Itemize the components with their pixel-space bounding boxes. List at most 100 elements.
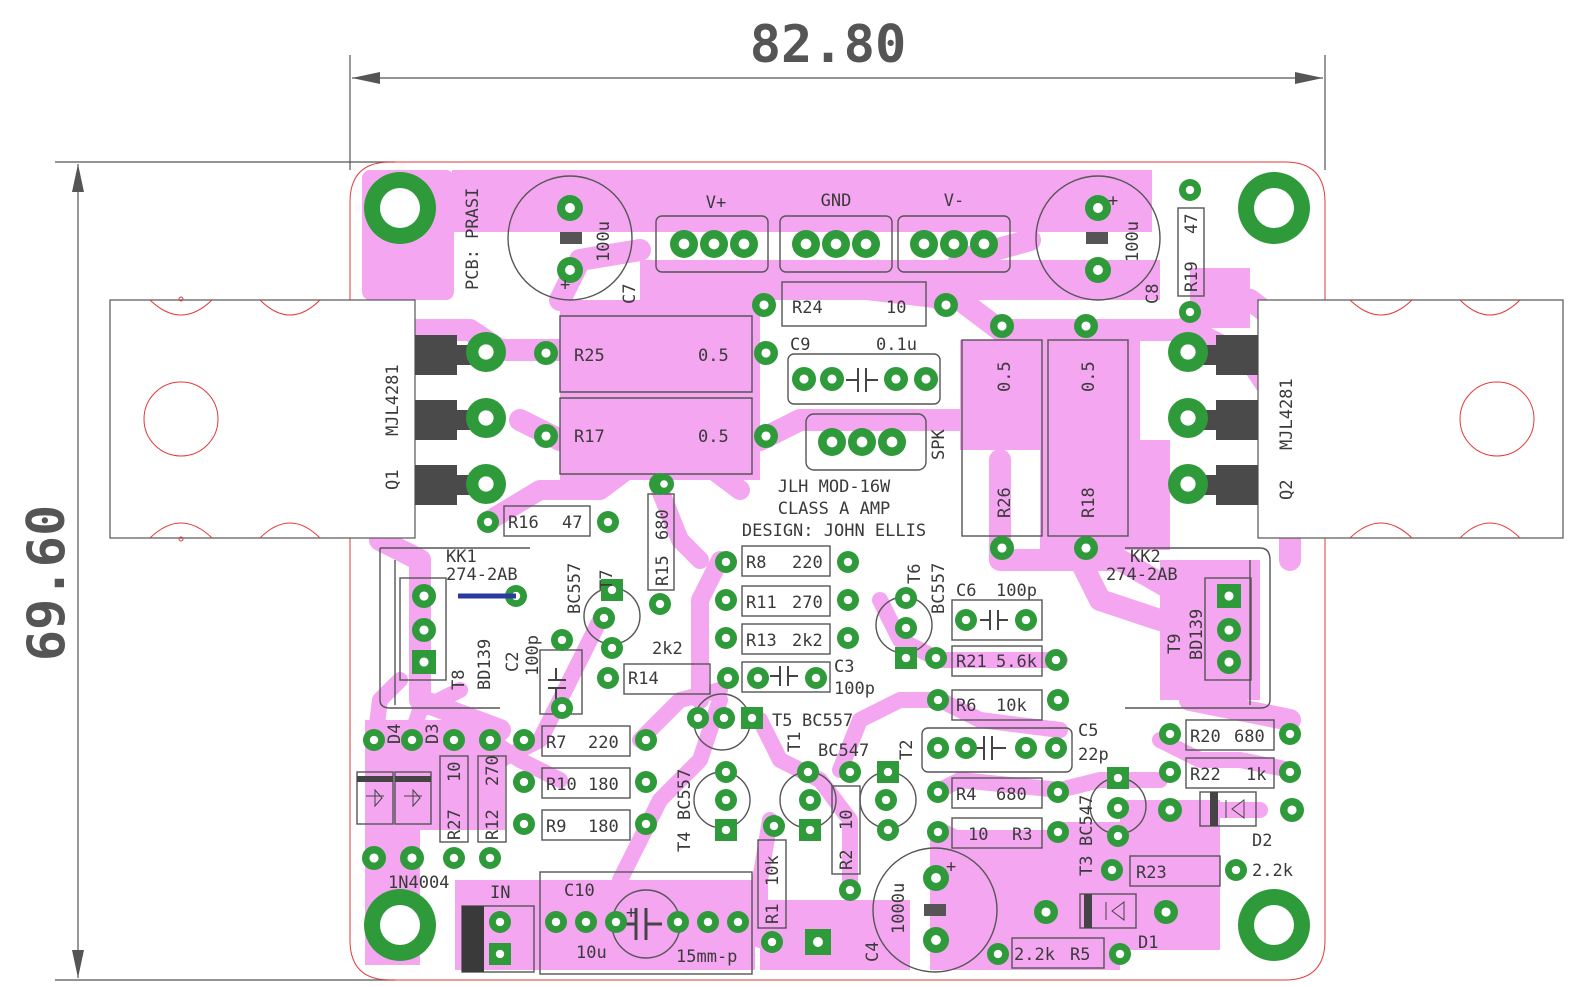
drill-hole <box>565 203 575 213</box>
drill-hole <box>1285 767 1295 777</box>
c4-plus: + <box>946 857 956 877</box>
r19-ref: R19 <box>1182 261 1202 292</box>
c10-ref: C10 <box>564 881 595 901</box>
r8-value: 220 <box>792 553 823 573</box>
drill-hole <box>607 643 617 653</box>
r11-value: 270 <box>792 593 823 613</box>
q2-part: MJL4281 <box>1277 378 1297 450</box>
r15-value: 680 <box>653 509 673 540</box>
drill-hole <box>767 937 777 947</box>
drill-hole <box>419 657 429 667</box>
drill-hole <box>759 300 769 310</box>
kk2-ref: KK2 <box>1130 547 1161 567</box>
drill-hole <box>1285 729 1295 739</box>
drill-hole <box>827 374 837 384</box>
r3-value: 10 <box>968 825 988 845</box>
drill-hole <box>723 673 733 683</box>
drill-hole <box>1081 543 1091 553</box>
drill-hole <box>721 633 731 643</box>
drill-hole <box>565 265 575 275</box>
r27-value: 10 <box>445 762 465 782</box>
drill-hole <box>603 673 613 683</box>
label-vplus: V+ <box>706 193 726 213</box>
c7-ref: C7 <box>620 284 640 304</box>
t9-ref: T9 <box>1165 634 1185 654</box>
c4-ref: C4 <box>863 942 883 962</box>
drill-hole <box>941 300 951 310</box>
drill-hole <box>769 821 779 831</box>
drill-hole <box>891 374 901 384</box>
drill-hole <box>519 735 529 745</box>
t7-part: BC557 <box>565 563 585 614</box>
drill-hole <box>860 238 872 250</box>
d2-ref: D2 <box>1252 831 1272 851</box>
r13-ref: R13 <box>746 631 777 651</box>
c10-plus: + <box>626 903 636 923</box>
q2-ref: Q2 <box>1277 480 1297 500</box>
drill-hole <box>551 917 561 927</box>
drill-hole <box>747 713 757 723</box>
c8-plus: + <box>1108 191 1118 211</box>
drill-hole <box>811 673 821 683</box>
drill-hole <box>1185 185 1195 195</box>
drill-hole <box>1051 743 1061 753</box>
drill-hole <box>419 625 429 635</box>
r9-ref: R9 <box>546 817 566 837</box>
drill-hole <box>997 321 1007 331</box>
r5-value: 2.2k <box>1014 945 1055 965</box>
r23-ref: R23 <box>1136 863 1167 883</box>
drill-hole <box>805 795 815 805</box>
r17-value: 0.5 <box>698 427 729 447</box>
t5-part: BC557 <box>802 711 853 731</box>
title-line3: DESIGN: JOHN ELLIS <box>742 521 926 541</box>
drill-hole <box>1165 729 1175 739</box>
r26-ref: R26 <box>995 487 1015 518</box>
t7-ref: T7 <box>597 570 617 590</box>
drill-hole <box>721 825 731 835</box>
drill-hole <box>843 633 853 643</box>
r13-value: 2k2 <box>792 631 823 651</box>
t5-ref: T5 <box>772 711 792 731</box>
drill-hole <box>1113 773 1123 783</box>
d4-ref: D4 <box>385 724 405 744</box>
drill-hole <box>607 585 617 595</box>
c8-value: 100u <box>1123 221 1143 262</box>
drill-hole <box>708 238 720 250</box>
drill-hole <box>557 635 567 645</box>
t9-part: BD139 <box>1187 609 1207 660</box>
r10-value: 180 <box>588 775 619 795</box>
drill-hole <box>641 735 651 745</box>
t1-part: BC547 <box>818 741 869 761</box>
drill-hole <box>1161 907 1171 917</box>
t6-part: BC557 <box>929 563 949 614</box>
drill-hole <box>719 713 729 723</box>
drill-hole <box>1021 743 1031 753</box>
drill-hole <box>449 735 459 745</box>
title-line2: CLASS A AMP <box>778 499 891 519</box>
mounting-holes <box>364 172 1310 961</box>
drill-hole <box>978 238 990 250</box>
drill-hole <box>933 743 943 753</box>
r25-value: 0.5 <box>698 346 729 366</box>
in-label: IN <box>490 883 510 903</box>
drill-hole <box>856 436 868 448</box>
drill-hole <box>369 735 379 745</box>
drill-hole <box>931 653 941 663</box>
t6-ref: T6 <box>905 564 925 584</box>
c4-value: 1000u <box>889 883 909 934</box>
drill-hole <box>993 949 1003 959</box>
r2-value: 10 <box>837 810 857 830</box>
r7-value: 220 <box>588 733 619 753</box>
drill-hole <box>799 374 809 384</box>
drill-hole <box>641 819 651 829</box>
r18-ref: R18 <box>1079 487 1099 518</box>
drill-hole <box>721 557 731 567</box>
drill-hole <box>1165 805 1175 815</box>
drill-hole <box>449 853 459 863</box>
r12-value: 270 <box>483 755 503 786</box>
drill-hole <box>1224 657 1234 667</box>
drill-hole <box>918 238 930 250</box>
pcb-credit: PCB: PRASI <box>463 188 483 290</box>
r25-ref: R25 <box>574 346 605 366</box>
drill-hole <box>1180 476 1196 492</box>
